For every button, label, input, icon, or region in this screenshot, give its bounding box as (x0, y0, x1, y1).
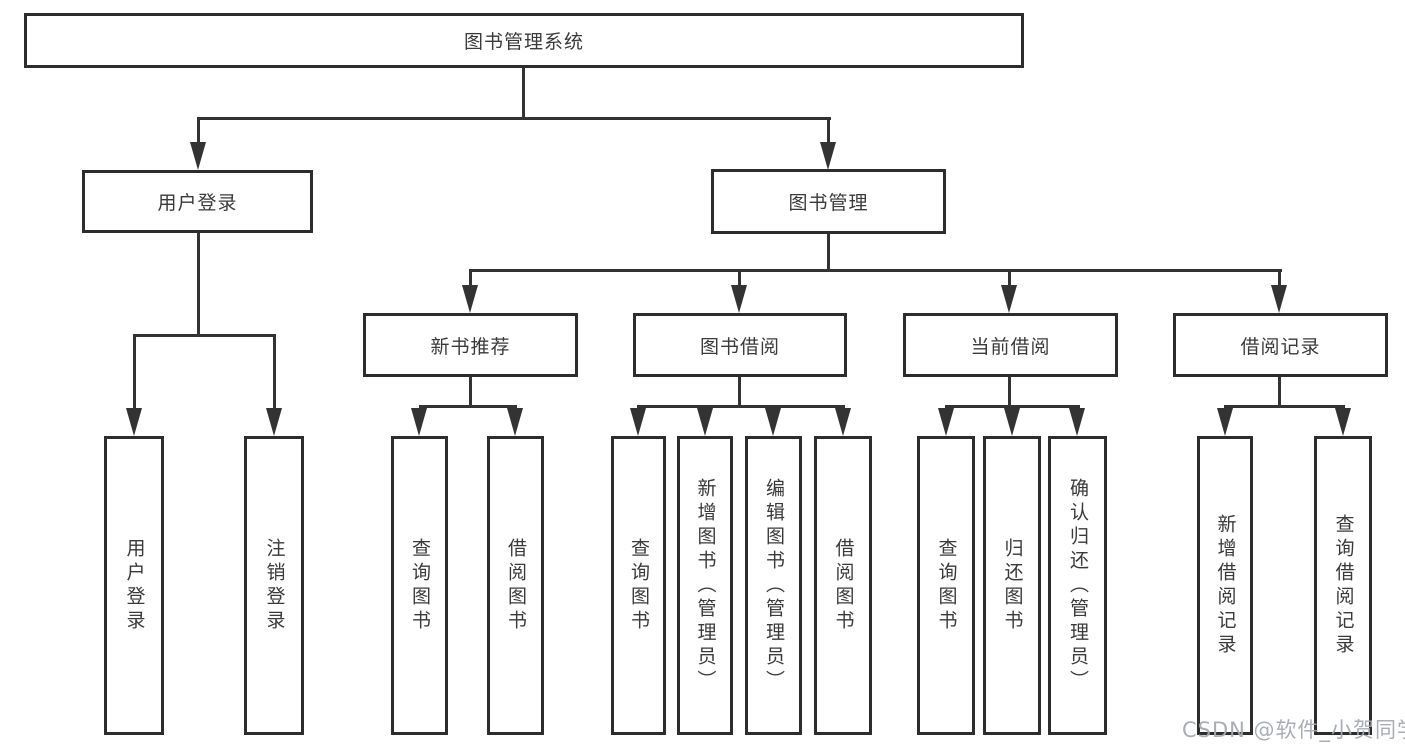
arrowhead (1271, 285, 1287, 313)
node-book-management: 图书管理 (711, 169, 946, 234)
leaf-add-books-admin: 新增图书（管理员） (677, 436, 733, 735)
arrowhead (731, 285, 747, 313)
arrowhead (1217, 408, 1233, 436)
leaf-edit-books-admin: 编辑图书（管理员） (745, 436, 802, 735)
leaf-label: 编辑图书（管理员） (763, 477, 785, 694)
node-root-label: 图书管理系统 (463, 31, 584, 53)
node-borrow-records-label: 借阅记录 (1240, 335, 1321, 358)
connector-line (1278, 269, 1281, 289)
node-book-borrow-label: 图书借阅 (699, 335, 780, 358)
leaf-return-books: 归还图书 (983, 436, 1041, 735)
leaf-query-books-2: 查询图书 (611, 436, 666, 735)
leaf-logout: 注销登录 (244, 436, 304, 735)
connector-line (945, 405, 1080, 408)
arrowhead (938, 408, 954, 436)
connector-line (827, 117, 830, 147)
connector-line (637, 405, 845, 408)
leaf-borrow-books-1: 借阅图书 (487, 436, 544, 735)
node-new-book-recommend: 新书推荐 (363, 313, 578, 377)
connector-line (197, 233, 200, 336)
connector-line (827, 234, 830, 271)
arrowhead (820, 142, 836, 170)
node-new-book-recommend-label: 新书推荐 (430, 335, 511, 358)
node-user-login-label: 用户登录 (157, 192, 238, 214)
node-borrow-records: 借阅记录 (1173, 313, 1388, 377)
connector-line (738, 377, 741, 408)
arrowhead (411, 408, 427, 436)
arrowhead (1335, 408, 1351, 436)
connector-line (133, 334, 136, 410)
leaf-confirm-return-admin: 确认归还（管理员） (1048, 436, 1107, 735)
leaf-query-books-1: 查询图书 (391, 436, 448, 735)
leaf-label: 借阅图书 (832, 537, 855, 634)
leaf-label: 借阅图书 (505, 537, 527, 634)
leaf-label: 查询图书 (935, 537, 958, 634)
connector-line (273, 334, 276, 410)
arrowhead (630, 408, 646, 436)
watermark: CSDN @软件_小贺同学 (1182, 718, 1405, 742)
leaf-query-books-3: 查询图书 (917, 436, 975, 735)
node-user-login: 用户登录 (82, 170, 313, 233)
arrowhead (266, 408, 282, 436)
node-current-borrow-label: 当前借阅 (970, 335, 1051, 358)
arrowhead (1004, 408, 1020, 436)
leaf-label: 归还图书 (1001, 537, 1024, 634)
arrowhead (507, 408, 523, 436)
arrowhead (765, 408, 781, 436)
arrowhead (190, 142, 206, 170)
leaf-label: 注销登录 (263, 537, 286, 634)
leaf-label: 新增图书（管理员） (694, 477, 717, 694)
connector-line (522, 68, 525, 119)
leaf-label: 新增借阅记录 (1214, 513, 1237, 658)
connector-line (1008, 377, 1011, 408)
connector-line (469, 269, 472, 289)
node-book-borrow: 图书借阅 (633, 313, 847, 377)
leaf-label: 查询图书 (628, 537, 650, 634)
connector-line (197, 117, 831, 120)
arrowhead (697, 408, 713, 436)
node-current-borrow: 当前借阅 (903, 313, 1118, 377)
connector-line (133, 334, 276, 337)
connector-line (1278, 377, 1281, 408)
leaf-label: 查询借阅记录 (1332, 513, 1355, 658)
leaf-add-borrow-record: 新增借阅记录 (1197, 436, 1253, 735)
node-book-management-label: 图书管理 (788, 192, 869, 214)
leaf-label: 用户登录 (123, 537, 146, 634)
node-root: 图书管理系统 (24, 13, 1024, 68)
arrowhead (462, 285, 478, 313)
arrowhead (835, 408, 851, 436)
arrowhead (1001, 285, 1017, 313)
connector-line (197, 117, 200, 147)
leaf-label: 确认归还（管理员） (1067, 477, 1089, 694)
arrowhead (1069, 408, 1085, 436)
connector-line (469, 269, 1282, 272)
leaf-query-borrow-record: 查询借阅记录 (1314, 436, 1372, 735)
leaf-user-login: 用户登录 (104, 436, 164, 735)
leaf-borrow-books-2: 借阅图书 (814, 436, 872, 735)
connector-line (419, 405, 517, 408)
leaf-label: 查询图书 (409, 537, 431, 634)
arrowhead (126, 408, 142, 436)
connector-line (1008, 269, 1011, 289)
connector-line (1224, 405, 1345, 408)
connector-line (469, 377, 472, 408)
connector-line (738, 269, 741, 289)
